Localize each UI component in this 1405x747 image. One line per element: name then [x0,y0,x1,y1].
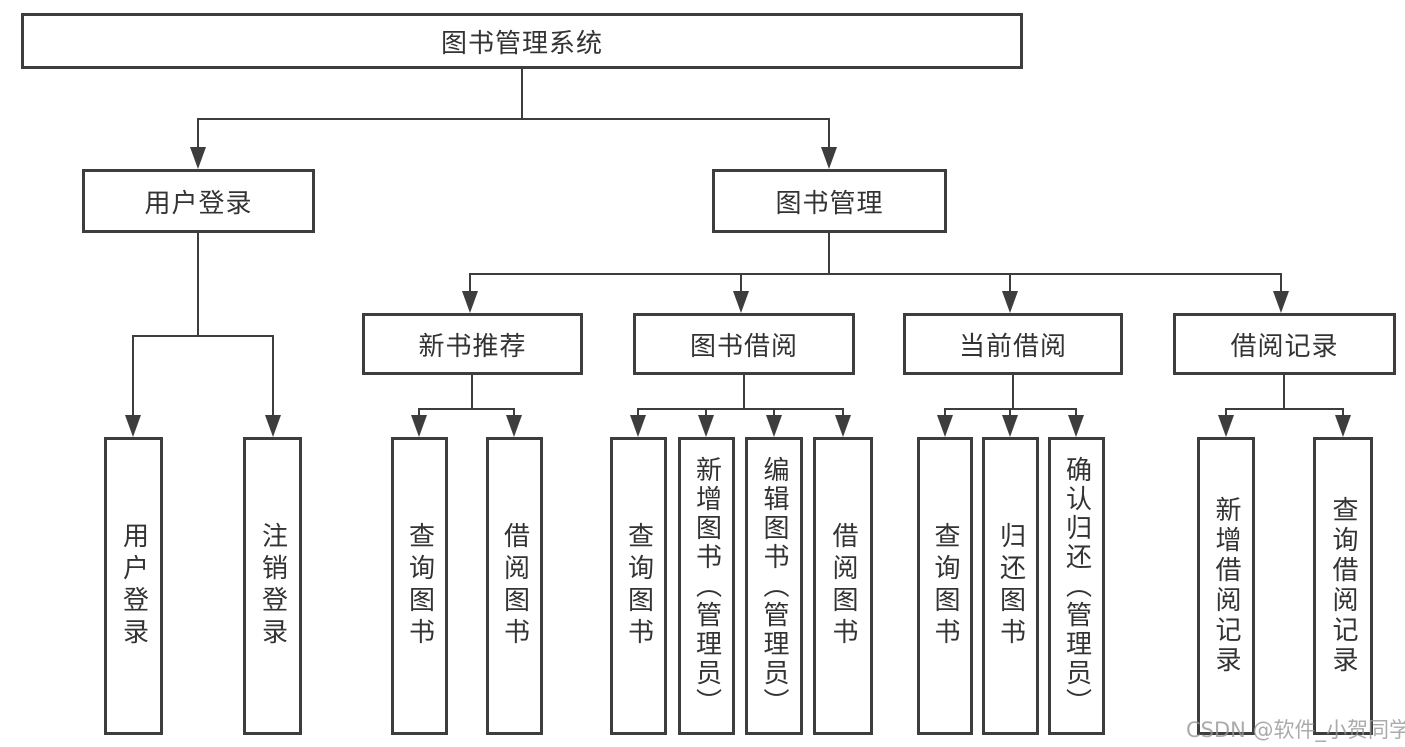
arrow-down-icon [125,415,141,437]
arrow-down-icon [462,291,478,313]
arrow-down-icon [766,415,782,437]
connector-stem [944,408,946,416]
leaf-borrow-book-newrec-label: 借阅图书 [499,522,530,650]
arrow-down-icon [821,147,837,169]
leaf-user-login-label: 用户登录 [118,522,149,650]
leaf-confirm-return-admin-label: 确认归还（管理员） [1061,455,1092,717]
connector-stem [637,408,639,416]
connector-stem [705,408,707,416]
arrow-down-icon [937,415,953,437]
node-borrowing-records: 借阅记录 [1173,313,1396,375]
csdn-watermark: CSDN @软件_小贺同学 [1186,718,1405,742]
leaf-logout: 注销登录 [243,437,302,735]
leaf-query-borrow-record: 查询借阅记录 [1313,437,1373,735]
node-book-borrowing-label: 图书借阅 [689,331,798,362]
connector-stem [1280,273,1282,291]
connector-userlogin-down [197,233,199,335]
connector-stem [1075,408,1077,416]
leaf-add-book-admin: 新增图书（管理员） [678,437,735,735]
connector-stem [773,408,775,416]
leaf-add-borrow-record-label: 新增借阅记录 [1211,496,1241,676]
leaf-query-book-current-label: 查询图书 [930,522,960,650]
arrow-down-icon [630,415,646,437]
leaf-borrow-book-newrec: 借阅图书 [486,437,543,735]
arrow-down-icon [265,415,281,437]
node-book-borrowing: 图书借阅 [633,313,855,375]
arrow-down-icon [1218,415,1234,437]
connector-stem [842,408,844,416]
connector-stem [740,273,742,291]
arrow-down-icon [1335,415,1351,437]
node-book-management: 图书管理 [712,169,947,233]
connector-stem [469,273,471,291]
arrow-down-icon [1002,291,1018,313]
arrow-down-icon [1273,291,1289,313]
arrow-down-icon [506,415,522,437]
connector-records-down [1283,375,1285,408]
node-user-login-label: 用户登录 [144,188,253,219]
connector-root-stem [521,69,523,118]
connector-l2-hline [198,118,830,120]
leaf-confirm-return-admin: 确认归还（管理员） [1048,437,1105,735]
leaf-query-book-borrow: 查询图书 [610,437,667,735]
node-book-management-label: 图书管理 [775,188,884,219]
connector-userlogin-stem [197,118,199,148]
connector-newrec-hline [418,408,515,410]
arrow-down-icon [733,291,749,313]
leaf-borrow-book-borrow: 借阅图书 [813,437,873,735]
leaf-query-book-borrow-label: 查询图书 [623,522,654,650]
leaf-edit-book-admin-label: 编辑图书（管理员） [759,455,789,717]
arrow-down-icon [835,415,851,437]
connector-userlogin-hline [132,335,274,337]
connector-stem [132,335,134,415]
connector-stem [513,408,515,416]
leaf-return-book-label: 归还图书 [995,522,1026,650]
connector-stem [418,408,420,416]
connector-borrow-hline [637,408,844,410]
node-root: 图书管理系统 [21,13,1023,69]
connector-bookmgmt-down [828,233,830,273]
leaf-query-book-newrec-label: 查询图书 [404,522,435,650]
connector-stem [1342,408,1344,416]
node-current-borrowing-label: 当前借阅 [958,331,1067,362]
leaf-add-borrow-record: 新增借阅记录 [1197,437,1255,735]
leaf-user-login: 用户登录 [104,437,163,735]
node-user-login: 用户登录 [82,169,315,233]
node-current-borrowing: 当前借阅 [903,313,1123,375]
node-new-book-recommend: 新书推荐 [362,313,583,375]
connector-stem [1225,408,1227,416]
connector-stem [272,335,274,415]
arrow-down-icon [190,147,206,169]
arrow-down-icon [698,415,714,437]
connector-newrec-down [471,375,473,408]
leaf-borrow-book-borrow-label: 借阅图书 [828,522,858,650]
leaf-query-book-newrec: 查询图书 [391,437,448,735]
leaf-query-borrow-record-label: 查询借阅记录 [1328,496,1358,676]
node-borrowing-records-label: 借阅记录 [1230,331,1339,362]
arrow-down-icon [411,415,427,437]
connector-bookmgmt-stem [828,118,830,148]
arrow-down-icon [1068,415,1084,437]
leaf-add-book-admin-label: 新增图书（管理员） [691,455,722,717]
connector-borrow-down [743,375,745,408]
leaf-logout-label: 注销登录 [257,522,288,650]
arrow-down-icon [1002,415,1018,437]
connector-stem [1009,273,1011,291]
node-root-label: 图书管理系统 [440,28,603,59]
leaf-return-book: 归还图书 [982,437,1039,735]
connector-l3-hline [469,273,1282,275]
leaf-query-book-current: 查询图书 [917,437,973,735]
node-new-book-recommend-label: 新书推荐 [418,331,527,362]
leaf-edit-book-admin: 编辑图书（管理员） [745,437,803,735]
connector-current-down [1012,375,1014,408]
connector-records-hline [1225,408,1344,410]
connector-stem [1009,408,1011,416]
